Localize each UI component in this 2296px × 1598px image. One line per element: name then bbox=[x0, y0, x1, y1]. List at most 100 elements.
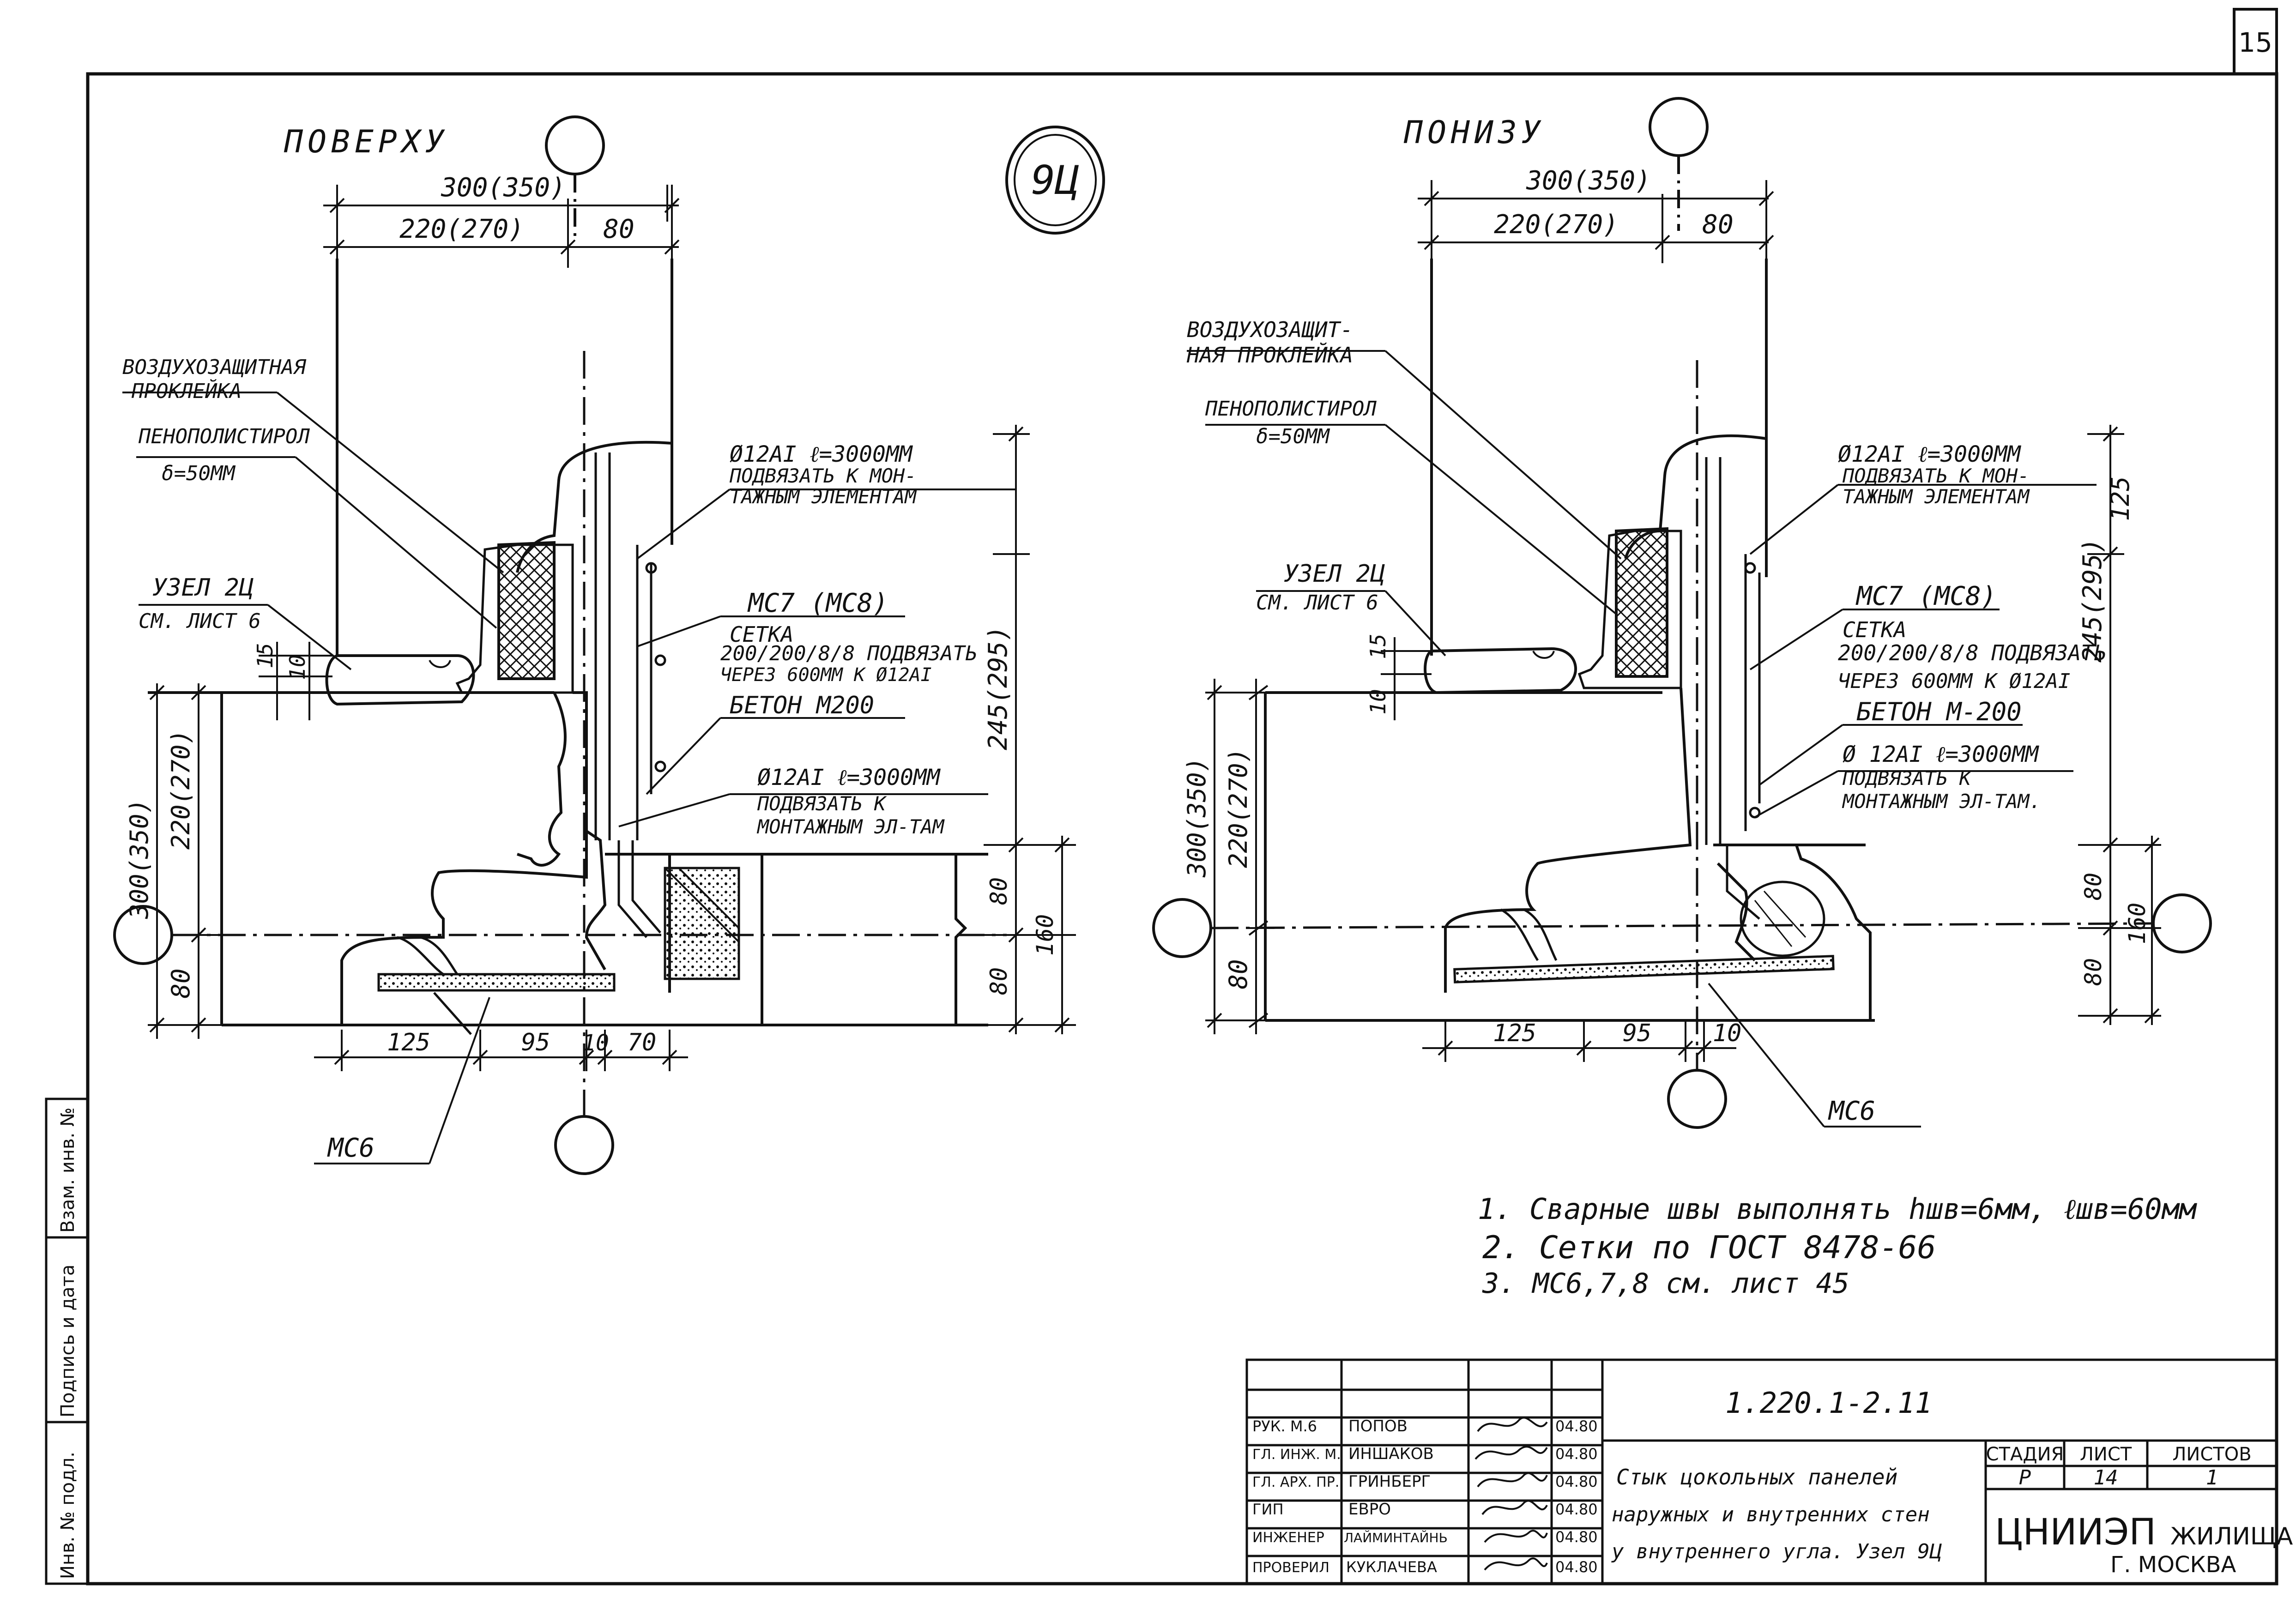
right-label-mesh-1: СЕТКА bbox=[1843, 617, 1906, 642]
right-dim-left-bottom: 80 bbox=[1224, 959, 1253, 989]
left-dim-10: 10 bbox=[285, 654, 310, 680]
row-6-date: 04.80 bbox=[1555, 1558, 1598, 1576]
right-label-mc6: МС6 bbox=[1828, 1096, 1875, 1126]
left-label-bar-bot-1: Ø12АI ℓ=3000ММ bbox=[757, 765, 941, 790]
left-dim-top-b: 80 bbox=[603, 214, 634, 244]
note-3: 3. МС6,7,8 см. лист 45 bbox=[1482, 1267, 1849, 1300]
right-reinforcement bbox=[1705, 457, 1761, 920]
right-label-mesh-3: ЧЕРЕЗ 600ММ К Ø12АI bbox=[1838, 669, 2070, 693]
right-label-node-1: УЗЕЛ 2Ц bbox=[1284, 560, 1385, 588]
right-axis-markers bbox=[1152, 97, 2212, 1129]
signatures bbox=[1474, 1417, 1548, 1571]
side-stamp-inv-original: Инв. № подл. bbox=[57, 1452, 79, 1579]
side-stamp-inv-replace: Взам. инв. № bbox=[57, 1107, 79, 1233]
left-label-bar-bot-2: ПОДВЯЗАТЬ К bbox=[757, 792, 887, 815]
right-dims-left bbox=[1205, 637, 1432, 1034]
row-4-name: ЕВРО bbox=[1348, 1500, 1391, 1519]
left-dim-left-bottom: 80 bbox=[166, 968, 195, 998]
row-1-role: РУК. М.6 bbox=[1252, 1417, 1317, 1435]
left-label-mesh-3: ЧЕРЕЗ 600ММ К Ø12АI bbox=[720, 664, 932, 686]
right-label-concrete: БЕТОН М-200 bbox=[1856, 697, 2022, 726]
notes: 1. Сварные швы выполнять hшв=6мм, ℓшв=60… bbox=[1478, 1192, 2198, 1300]
left-label-mesh-2: 200/200/8/8 ПОДВЯЗАТЬ bbox=[720, 642, 977, 665]
note-2: 2. Сетки по ГОСТ 8478-66 bbox=[1482, 1230, 1936, 1266]
left-label-bar-top-1: Ø12АI ℓ=3000ММ bbox=[730, 441, 913, 467]
left-label-concrete: БЕТОН М200 bbox=[730, 692, 874, 719]
left-label-foam-2: δ=50ММ bbox=[162, 462, 236, 485]
left-dims-bottom bbox=[314, 1030, 688, 1071]
left-label-air-seal-2: ПРОКЛЕЙКА bbox=[131, 379, 242, 403]
right-dim-top-a: 220(270) bbox=[1494, 210, 1619, 240]
right-dim-right-125: 125 bbox=[2106, 476, 2135, 521]
sheet-value: 14 bbox=[2094, 1466, 2118, 1489]
left-leaders bbox=[122, 392, 1016, 1164]
title-block-rows: РУК. М.6 ПОПОВ 04.80 ГЛ. ИНЖ. М. ИНШАКОВ… bbox=[1252, 1417, 1598, 1576]
drawing-title-1: Стык цокольных панелей bbox=[1616, 1465, 1897, 1489]
left-dim-left-inner: 220(270) bbox=[166, 730, 195, 850]
org-name-1: ЦНИИЭП bbox=[1995, 1512, 2156, 1553]
left-label-bar-top-2: ПОДВЯЗАТЬ К МОН- bbox=[729, 464, 917, 487]
right-label-air-seal-2: НАЯ ПРОКЛЕЙКА bbox=[1186, 343, 1353, 368]
right-leaders bbox=[1187, 350, 2097, 1128]
right-dim-left-total: 300(350) bbox=[1182, 757, 1211, 878]
row-6-role: ПРОВЕРИЛ bbox=[1252, 1560, 1329, 1576]
left-dim-bottom-125: 125 bbox=[387, 1029, 430, 1056]
left-label-mc6: МС6 bbox=[327, 1133, 375, 1163]
left-dim-top-a: 220(270) bbox=[399, 214, 524, 244]
right-dim-left-inner: 220(270) bbox=[1224, 748, 1253, 868]
right-dim-top-b: 80 bbox=[1702, 210, 1733, 240]
sheet-frame bbox=[86, 8, 2278, 1586]
left-label-foam-1: ПЕНОПОЛИСТИРОЛ bbox=[138, 425, 310, 448]
right-dim-right-80a: 80 bbox=[2080, 873, 2107, 900]
left-dim-bottom-95: 95 bbox=[521, 1029, 550, 1056]
stage-value: Р bbox=[2019, 1466, 2031, 1489]
left-label-node-1: УЗЕЛ 2Ц bbox=[152, 574, 254, 602]
org-name-2: ЖИЛИЩА bbox=[2170, 1523, 2293, 1550]
right-label-bar-top-1: Ø12АI ℓ=3000ММ bbox=[1838, 441, 2022, 467]
drawing-title-2: наружных и внутренних стен bbox=[1612, 1503, 1930, 1526]
row-1-date: 04.80 bbox=[1555, 1417, 1598, 1435]
right-label-bar-top-3: ТАЖНЫМ ЭЛЕМЕНТАМ bbox=[1843, 485, 2030, 508]
right-label-foam-2: δ=50ММ bbox=[1256, 425, 1330, 448]
row-6-name: КУКЛАЧЕВА bbox=[1346, 1558, 1437, 1576]
left-dims-right bbox=[984, 425, 1076, 1034]
left-label-node-2: СМ. ЛИСТ 6 bbox=[139, 609, 261, 633]
stage-header: СТАДИЯ bbox=[1986, 1444, 2064, 1465]
row-2-name: ИНШАКОВ bbox=[1348, 1445, 1434, 1463]
left-dim-right-160: 160 bbox=[1032, 914, 1058, 956]
right-detail: ПОНИЗУ bbox=[1152, 97, 2212, 1129]
left-wall-panel bbox=[325, 259, 673, 706]
left-dim-right-80b: 80 bbox=[985, 967, 1012, 995]
row-3-date: 04.80 bbox=[1555, 1473, 1598, 1490]
right-dim-right-80b: 80 bbox=[2080, 958, 2107, 986]
right-dim-top-total: 300(350) bbox=[1526, 166, 1651, 196]
right-view-title: ПОНИЗУ bbox=[1403, 115, 1545, 151]
right-label-bar-bot-1: Ø 12АI ℓ=3000ММ bbox=[1843, 742, 2040, 767]
left-label-bar-top-3: ТАЖНЫМ ЭЛЕМЕНТАМ bbox=[730, 485, 917, 508]
row-3-name: ГРИНБЕРГ bbox=[1348, 1472, 1431, 1491]
right-label-node-2: СМ. ЛИСТ 6 bbox=[1256, 591, 1378, 615]
left-label-bar-bot-3: МОНТАЖНЫМ ЭЛ-ТАМ bbox=[756, 815, 945, 838]
left-reinforcement bbox=[594, 452, 740, 980]
left-label-mesh-1: СЕТКА bbox=[730, 622, 793, 647]
page-number: 15 bbox=[2238, 27, 2272, 58]
left-label-mc7: МС7 (МС8) bbox=[747, 588, 888, 618]
right-dim-10: 10 bbox=[1366, 689, 1390, 714]
left-dim-top-total: 300(350) bbox=[441, 173, 566, 203]
right-label-mc7: МС7 (МС8) bbox=[1855, 581, 1996, 611]
right-label-bar-top-2: ПОДВЯЗАТЬ К МОН- bbox=[1842, 464, 2030, 487]
right-dims-top bbox=[1418, 180, 1774, 263]
right-label-air-seal-1: ВОЗДУХОЗАЩИТ- bbox=[1187, 317, 1353, 342]
org-city: Г. МОСКВА bbox=[2110, 1552, 2236, 1578]
right-dim-bottom-10: 10 bbox=[1713, 1019, 1742, 1047]
title-block-code: 1.220.1-2.11 bbox=[1725, 1386, 1932, 1420]
left-detail: ПОВЕРХУ bbox=[113, 115, 1076, 1175]
row-1-name: ПОПОВ bbox=[1348, 1417, 1408, 1435]
right-dim-right-upper: 245(295) bbox=[2078, 538, 2108, 663]
drawing-title-3: у внутреннего угла. Узел 9Ц bbox=[1611, 1540, 1942, 1563]
row-4-date: 04.80 bbox=[1555, 1501, 1598, 1518]
right-plinth bbox=[1264, 687, 1875, 1022]
side-stamp bbox=[45, 1097, 89, 1585]
right-dims-bottom bbox=[1422, 1020, 1736, 1062]
right-label-bar-bot-3: МОНТАЖНЫМ ЭЛ-ТАМ. bbox=[1842, 790, 2041, 813]
